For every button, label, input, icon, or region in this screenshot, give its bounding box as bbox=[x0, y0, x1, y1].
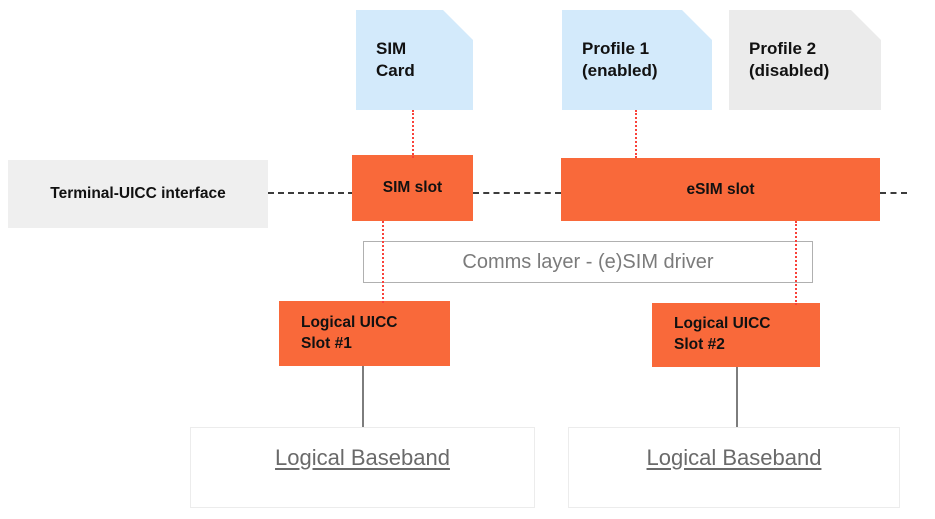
logical-uicc-2-to-baseband-connector bbox=[736, 367, 738, 428]
esim-slot-to-logical-uicc-2-connector bbox=[795, 221, 797, 305]
logical-uicc-1-to-baseband-connector bbox=[362, 366, 364, 428]
sim-card-label: SIM Card bbox=[376, 38, 415, 80]
logical-baseband-right-node[interactable]: Logical Baseband bbox=[568, 427, 900, 508]
profile-2-label: Profile 2 (disabled) bbox=[749, 38, 830, 80]
terminal-uicc-bus-segment-right bbox=[880, 192, 907, 194]
profile-2-node[interactable]: Profile 2 (disabled) bbox=[729, 10, 881, 110]
logical-baseband-left-label: Logical Baseband bbox=[275, 445, 450, 470]
terminal-uicc-bus-segment-middle bbox=[473, 192, 561, 194]
sim-slot-to-logical-uicc-1-connector bbox=[382, 221, 384, 303]
terminal-uicc-bus-segment-left bbox=[268, 192, 354, 194]
comms-layer-label: Comms layer - (e)SIM driver bbox=[462, 250, 714, 273]
sim-card-node[interactable]: SIM Card bbox=[356, 10, 473, 110]
profile-1-label: Profile 1 (enabled) bbox=[582, 38, 658, 80]
profile1-to-esim-slot-connector bbox=[635, 110, 637, 158]
terminal-uicc-interface-label: Terminal-UICC interface bbox=[50, 185, 226, 202]
logical-uicc-slot-1-node[interactable]: Logical UICC Slot #1 bbox=[279, 301, 450, 366]
profile-1-node[interactable]: Profile 1 (enabled) bbox=[562, 10, 712, 110]
logical-baseband-left-node[interactable]: Logical Baseband bbox=[190, 427, 535, 508]
comms-layer-node[interactable]: Comms layer - (e)SIM driver bbox=[363, 241, 813, 283]
terminal-uicc-interface-node[interactable]: Terminal-UICC interface bbox=[8, 160, 268, 228]
sim-card-to-sim-slot-connector bbox=[412, 110, 414, 158]
esim-slot-label: eSIM slot bbox=[686, 180, 755, 198]
logical-uicc-slot-2-label: Logical UICC Slot #2 bbox=[674, 315, 771, 353]
sim-slot-node[interactable]: SIM slot bbox=[352, 155, 473, 221]
logical-baseband-right-label: Logical Baseband bbox=[646, 445, 822, 470]
logical-uicc-slot-1-label: Logical UICC Slot #1 bbox=[301, 313, 398, 352]
sim-slot-label: SIM slot bbox=[382, 179, 443, 196]
esim-slot-node[interactable]: eSIM slot bbox=[561, 158, 880, 221]
logical-uicc-slot-2-node[interactable]: Logical UICC Slot #2 bbox=[652, 303, 820, 367]
